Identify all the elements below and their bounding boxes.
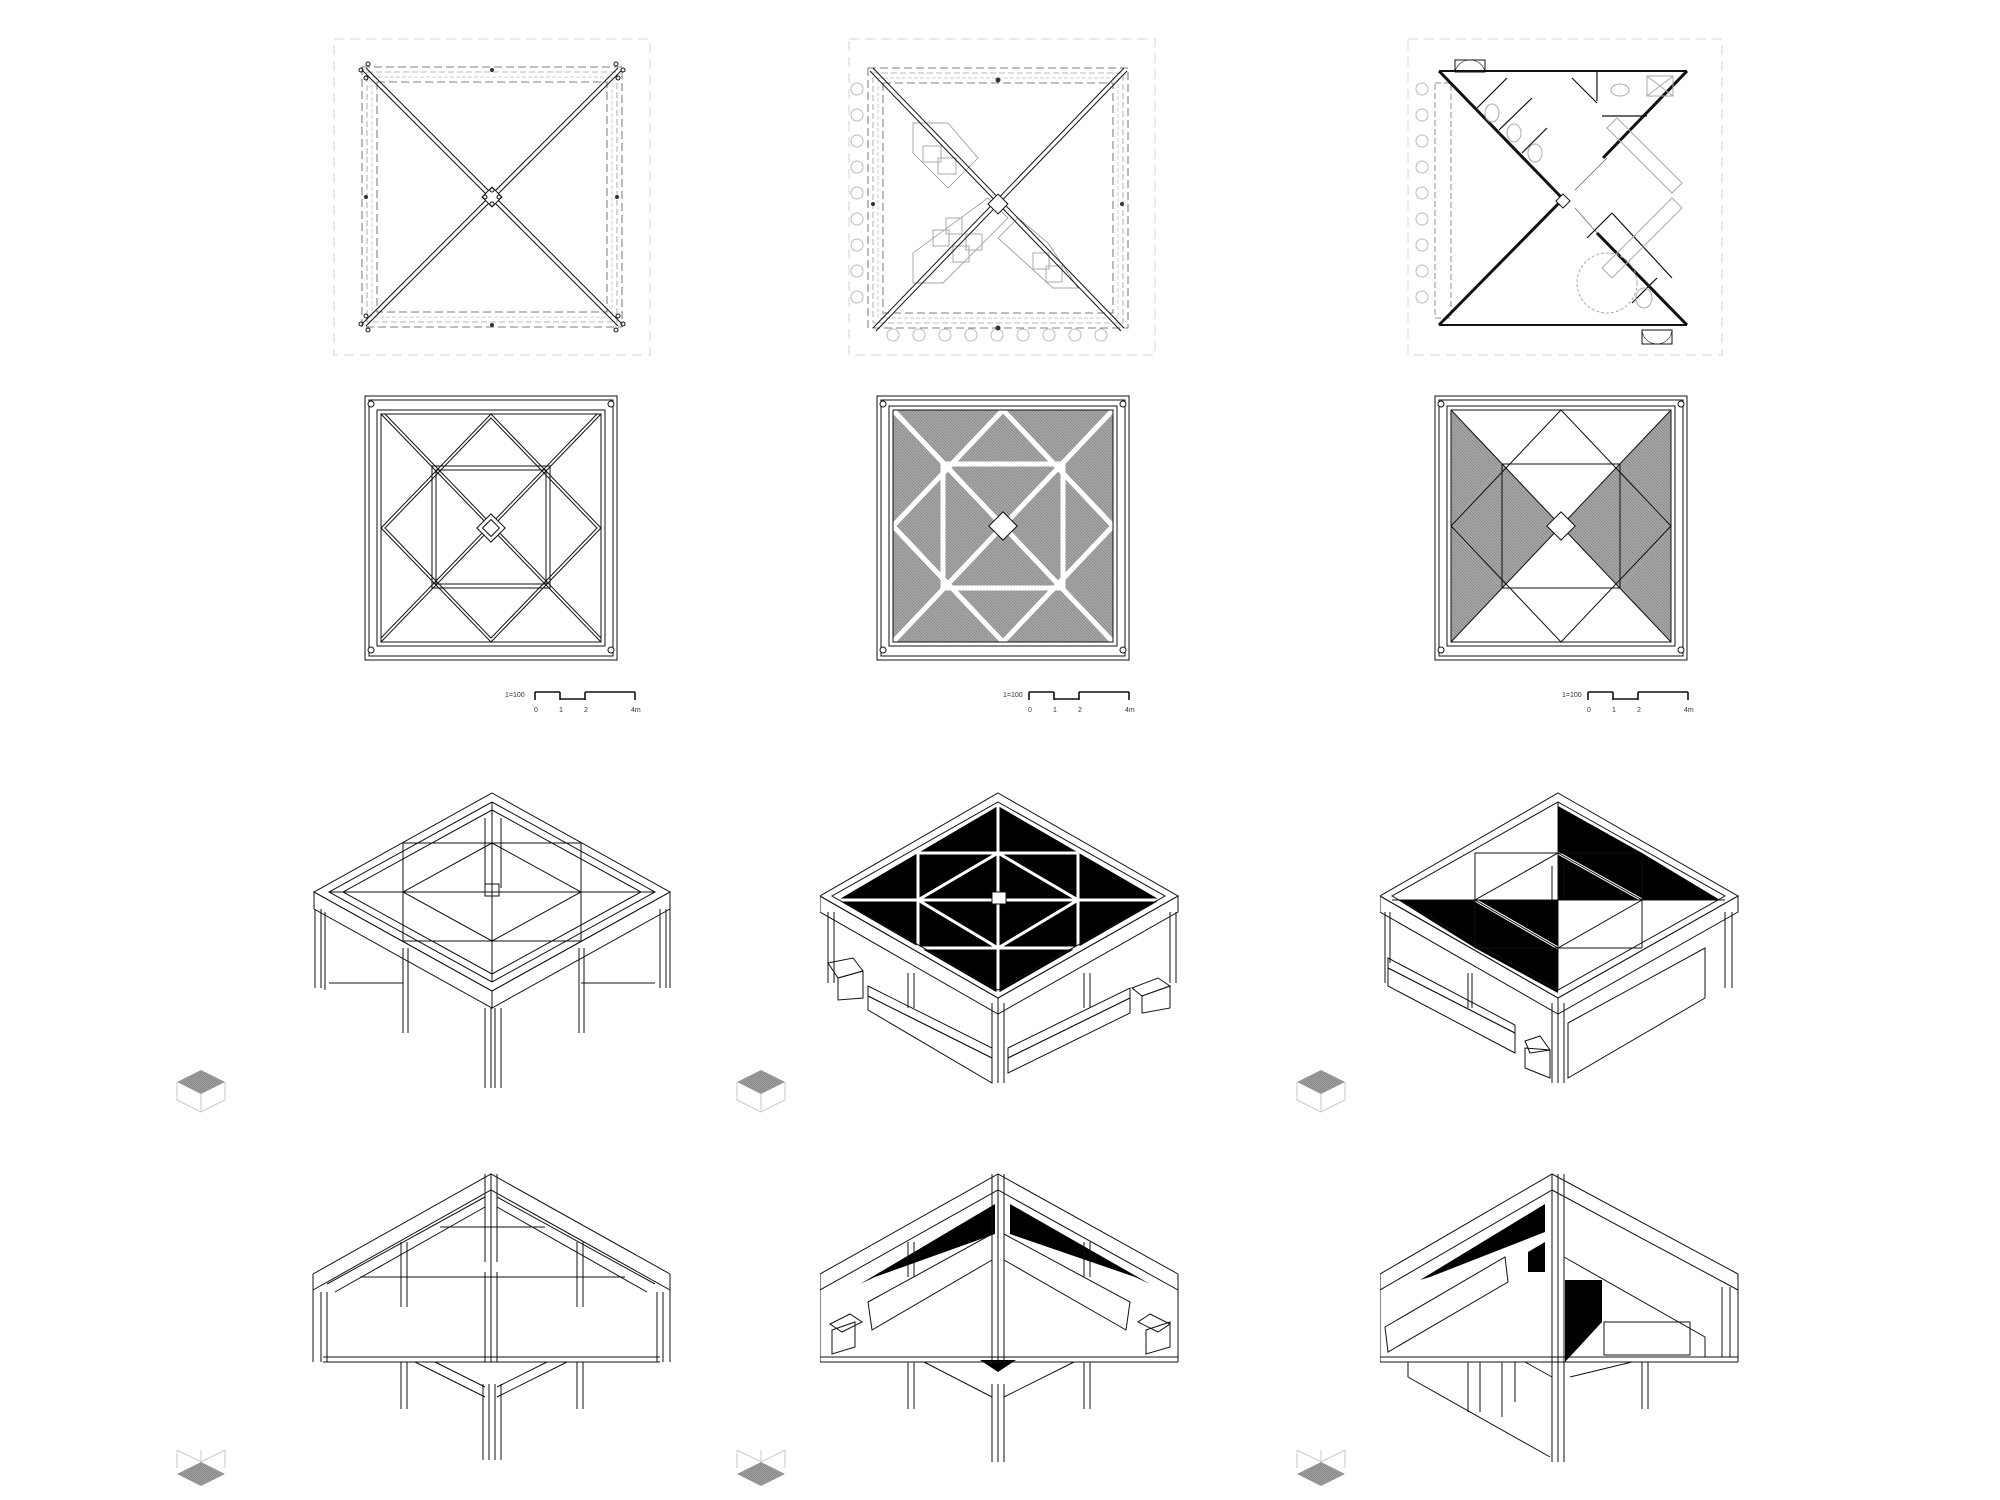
view-cube-bottom-icon-1 — [175, 1448, 227, 1494]
view-cube-bottom-icon-2 — [735, 1448, 787, 1494]
roof-plan-partial — [1427, 392, 1695, 664]
axo-bottom-kiosk — [820, 1172, 1195, 1472]
scale-bar-3: 1=100 0 1 2 4m — [1562, 691, 1694, 714]
view-cube-top-icon-2 — [735, 1068, 787, 1114]
axo-top-open — [305, 788, 680, 1088]
floor-plan-open — [333, 38, 651, 356]
axo-top-kiosk — [820, 788, 1195, 1088]
roof-plan-full — [869, 392, 1137, 664]
scale-ratio: 1=100 — [505, 692, 525, 699]
scale-bar-2: 1=100 0 1 2 4m — [1003, 691, 1135, 714]
axo-top-toilets — [1380, 788, 1755, 1088]
view-cube-bottom-icon-3 — [1295, 1448, 1347, 1494]
scale-bar-1: 1=100 0 1 2 4m — [505, 691, 641, 714]
view-cube-top-icon-1 — [175, 1068, 227, 1114]
floor-plan-kiosk — [848, 38, 1166, 356]
axo-bottom-open — [305, 1172, 680, 1472]
floor-plan-toilets — [1407, 38, 1725, 356]
axo-bottom-toilets — [1380, 1172, 1755, 1472]
view-cube-top-icon-3 — [1295, 1068, 1347, 1114]
roof-plan-open — [357, 392, 625, 664]
